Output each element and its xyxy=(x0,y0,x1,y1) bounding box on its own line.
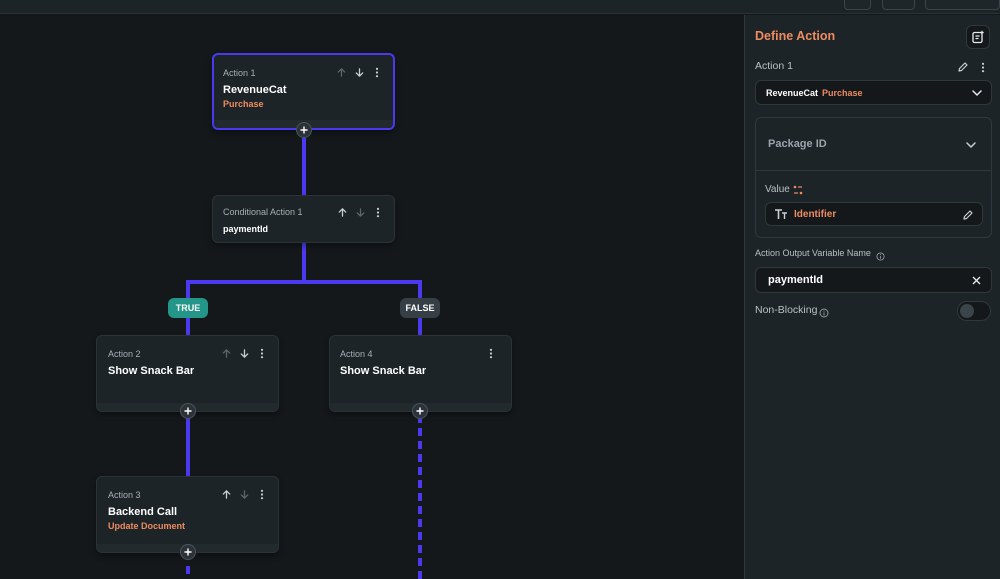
action-node-1[interactable]: Action 1 RevenueCat Purchase xyxy=(212,53,395,130)
action-label: Action 1 xyxy=(755,60,793,72)
node-kicker: Action 2 xyxy=(108,349,141,359)
variable-icon[interactable] xyxy=(792,183,804,201)
chevron-down-icon[interactable] xyxy=(965,138,977,156)
notes-icon xyxy=(972,30,984,44)
connector xyxy=(302,129,306,196)
panel-title: Define Action xyxy=(755,29,836,43)
action-node-3[interactable]: Action 3 Backend Call Update Document xyxy=(96,476,279,553)
action-type-accent: Purchase xyxy=(822,87,863,98)
true-branch-label: TRUE xyxy=(168,298,208,318)
node-title: Show Snack Bar xyxy=(340,365,427,377)
toggle-knob xyxy=(960,304,974,318)
arrow-down-icon[interactable] xyxy=(353,205,367,219)
more-vertical-icon[interactable] xyxy=(484,346,498,360)
condition-value: paymentId xyxy=(223,224,269,234)
plus-icon xyxy=(184,407,192,415)
info-icon[interactable] xyxy=(819,305,829,323)
package-id-label: Package ID xyxy=(768,138,827,150)
non-blocking-toggle[interactable] xyxy=(957,301,991,321)
value-label: Value xyxy=(765,184,790,195)
output-variable-input[interactable] xyxy=(768,268,958,292)
conditional-action-node[interactable]: Conditional Action 1 paymentId xyxy=(212,195,395,243)
close-icon[interactable] xyxy=(969,273,983,287)
toolbar-button[interactable] xyxy=(844,0,871,10)
arrow-up-icon[interactable] xyxy=(335,205,349,219)
action-flow-canvas[interactable]: Action 1 RevenueCat Purchase Conditional… xyxy=(0,15,744,579)
connector xyxy=(186,415,190,477)
action-type-select[interactable]: RevenueCat Purchase xyxy=(755,80,992,105)
output-variable-label: Action Output Variable Name xyxy=(755,248,871,258)
node-kicker: Conditional Action 1 xyxy=(223,207,303,217)
output-variable-field[interactable] xyxy=(755,267,992,293)
package-id-value-field[interactable]: Identifier xyxy=(765,202,983,226)
node-title: Show Snack Bar xyxy=(108,365,195,377)
package-id-header[interactable]: Package ID xyxy=(756,118,991,171)
connector xyxy=(302,242,306,284)
more-vertical-icon[interactable] xyxy=(370,65,384,79)
connector-placeholder xyxy=(418,415,422,579)
chevron-down-icon xyxy=(971,86,983,104)
plus-icon xyxy=(416,407,424,415)
define-action-panel: Define Action Action 1 RevenueCat Purcha… xyxy=(744,15,1000,579)
action-node-4[interactable]: Action 4 Show Snack Bar xyxy=(329,335,512,412)
node-subtitle: Purchase xyxy=(223,99,264,109)
add-action-button[interactable] xyxy=(296,122,312,138)
add-action-button[interactable] xyxy=(180,544,196,560)
node-kicker: Action 3 xyxy=(108,490,141,500)
node-kicker: Action 1 xyxy=(223,68,256,78)
arrow-down-icon[interactable] xyxy=(237,487,251,501)
action-type-main: RevenueCat xyxy=(766,87,819,98)
edit-icon[interactable] xyxy=(962,208,974,226)
arrow-up-icon[interactable] xyxy=(219,346,233,360)
package-id-value: Identifier xyxy=(794,208,837,220)
node-kicker: Action 4 xyxy=(340,349,373,359)
node-title: Backend Call xyxy=(108,506,178,518)
add-action-button[interactable] xyxy=(412,403,428,419)
info-icon[interactable] xyxy=(876,248,885,266)
more-vertical-icon[interactable] xyxy=(255,346,269,360)
connector-placeholder xyxy=(186,566,190,579)
action-node-2[interactable]: Action 2 Show Snack Bar xyxy=(96,335,279,412)
notes-button[interactable] xyxy=(966,25,990,49)
non-blocking-label: Non-Blocking xyxy=(755,304,818,316)
more-vertical-icon[interactable] xyxy=(371,205,385,219)
add-action-button[interactable] xyxy=(180,403,196,419)
toolbar-button[interactable] xyxy=(882,0,915,10)
branch-connector xyxy=(186,280,422,284)
top-toolbar xyxy=(0,0,1000,14)
package-id-card: Package ID Value Identifier xyxy=(755,117,992,238)
text-type-icon xyxy=(774,208,788,220)
false-branch-label: FALSE xyxy=(400,298,440,318)
plus-icon xyxy=(184,548,192,556)
edit-icon[interactable] xyxy=(957,60,969,78)
toolbar-button[interactable] xyxy=(925,0,1000,10)
arrow-down-icon[interactable] xyxy=(352,65,366,79)
plus-icon xyxy=(300,126,308,134)
arrow-up-icon[interactable] xyxy=(219,487,233,501)
node-subtitle: Update Document xyxy=(108,521,186,531)
node-title: RevenueCat xyxy=(223,84,287,96)
more-vertical-icon[interactable] xyxy=(255,487,269,501)
arrow-down-icon[interactable] xyxy=(237,346,251,360)
arrow-up-icon[interactable] xyxy=(334,65,348,79)
more-vertical-icon[interactable] xyxy=(981,60,985,78)
